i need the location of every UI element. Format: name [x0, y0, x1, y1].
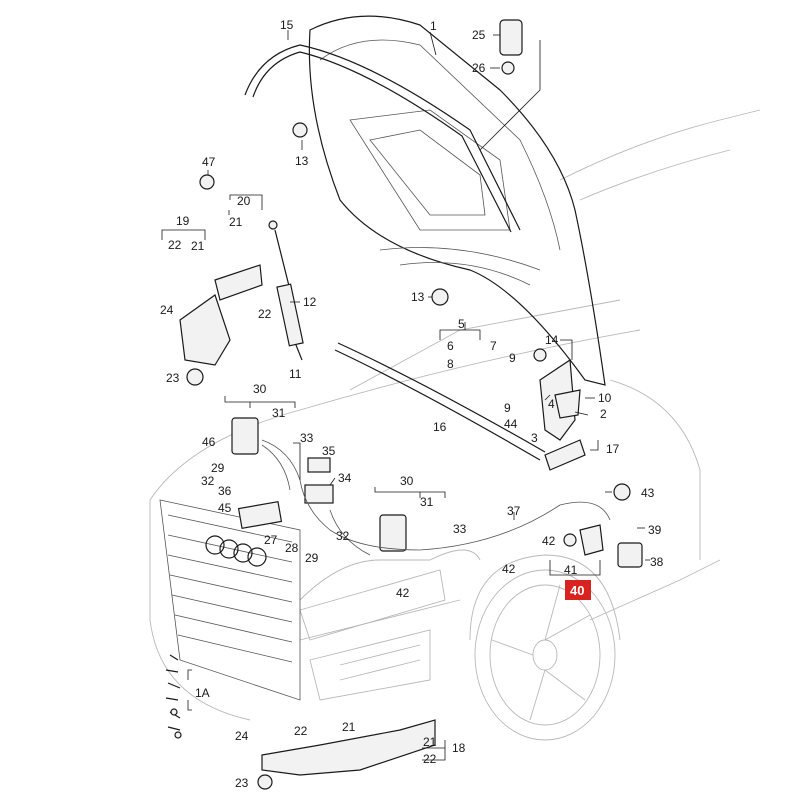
hood-seal-strip	[244, 44, 521, 233]
callout-5: 5	[458, 317, 465, 331]
callout-17: 17	[606, 442, 620, 456]
callout-45: 45	[218, 501, 232, 515]
callout-29b: 29	[305, 551, 319, 565]
leader-lines	[161, 30, 650, 761]
callout-28: 28	[285, 541, 299, 555]
callout-10: 10	[598, 391, 612, 405]
callout-7: 7	[490, 339, 497, 353]
vehicle-outline	[149, 109, 761, 741]
callout-30a: 30	[253, 382, 267, 396]
callout-13b: 13	[411, 290, 425, 304]
callout-21c: 21	[342, 720, 356, 734]
callout-43: 43	[641, 486, 655, 500]
seal-strip-16	[334, 342, 546, 461]
callout-25: 25	[472, 28, 486, 42]
callout-11: 11	[289, 367, 302, 381]
callout-19: 19	[176, 214, 190, 228]
callout-31b: 31	[420, 495, 434, 509]
grille	[159, 499, 301, 701]
callout-31a: 31	[272, 406, 286, 420]
callout-22c: 22	[294, 724, 308, 738]
fastener-kit-1A	[165, 654, 182, 739]
hood-hinge	[539, 358, 586, 471]
callout-23b: 23	[235, 776, 249, 790]
callouts: 1 2 3 4 5 6 7 8 9 9 10 11 12 13 13 14 15…	[160, 18, 664, 790]
callout-6: 6	[447, 339, 454, 353]
callout-36: 36	[218, 484, 232, 498]
callout-32b: 32	[336, 529, 350, 543]
callout-35: 35	[322, 444, 336, 458]
callout-24b: 24	[235, 729, 249, 743]
callout-13a: 13	[295, 154, 309, 168]
callout-14: 14	[545, 333, 559, 347]
callout-30b: 30	[400, 474, 414, 488]
callout-42a: 42	[396, 586, 410, 600]
callout-4: 4	[548, 397, 555, 411]
callout-24a: 24	[160, 303, 174, 317]
audi-rings-logo	[205, 535, 267, 567]
callout-9a: 9	[509, 351, 516, 365]
callout-23a: 23	[166, 371, 180, 385]
callout-8: 8	[447, 357, 454, 371]
callout-27: 27	[264, 533, 278, 547]
callout-22d: 22	[423, 752, 437, 766]
callout-15: 15	[280, 18, 294, 32]
callout-46: 46	[202, 435, 216, 449]
small-parts	[186, 19, 643, 790]
callout-39: 39	[648, 523, 662, 537]
callout-33b: 33	[453, 522, 467, 536]
bottom-bracket	[261, 719, 436, 776]
callout-20: 20	[237, 194, 251, 208]
callout-44: 44	[504, 417, 518, 431]
callout-12: 12	[303, 295, 317, 309]
callout-2: 2	[600, 407, 607, 421]
callout-40[interactable]: 40	[570, 583, 584, 598]
callout-41: 41	[564, 563, 578, 577]
callout-42c: 42	[542, 534, 556, 548]
callout-42b: 42	[502, 562, 516, 576]
callout-22a: 22	[168, 238, 182, 252]
callout-33a: 33	[300, 431, 314, 445]
callout-26: 26	[472, 61, 486, 75]
bracket-19	[179, 264, 263, 366]
hood	[308, 15, 606, 386]
highlighted-callout-40[interactable]: 40	[565, 580, 591, 600]
callout-29a: 29	[211, 461, 225, 475]
callout-18: 18	[452, 741, 466, 755]
callout-1A: 1A	[195, 686, 210, 700]
callout-34: 34	[338, 471, 352, 485]
callout-37: 37	[507, 504, 521, 518]
callout-21b: 21	[191, 239, 205, 253]
callout-9b: 9	[504, 401, 511, 415]
callout-22b: 22	[258, 307, 272, 321]
callout-32a: 32	[201, 474, 215, 488]
callout-1: 1	[430, 19, 437, 33]
callout-38: 38	[650, 555, 664, 569]
callout-21a: 21	[229, 215, 243, 229]
callout-47: 47	[202, 155, 216, 169]
callout-21d: 21	[423, 735, 437, 749]
gas-strut	[268, 220, 304, 361]
callout-16: 16	[433, 420, 447, 434]
lock-assembly	[231, 417, 407, 552]
callout-3: 3	[531, 431, 538, 445]
